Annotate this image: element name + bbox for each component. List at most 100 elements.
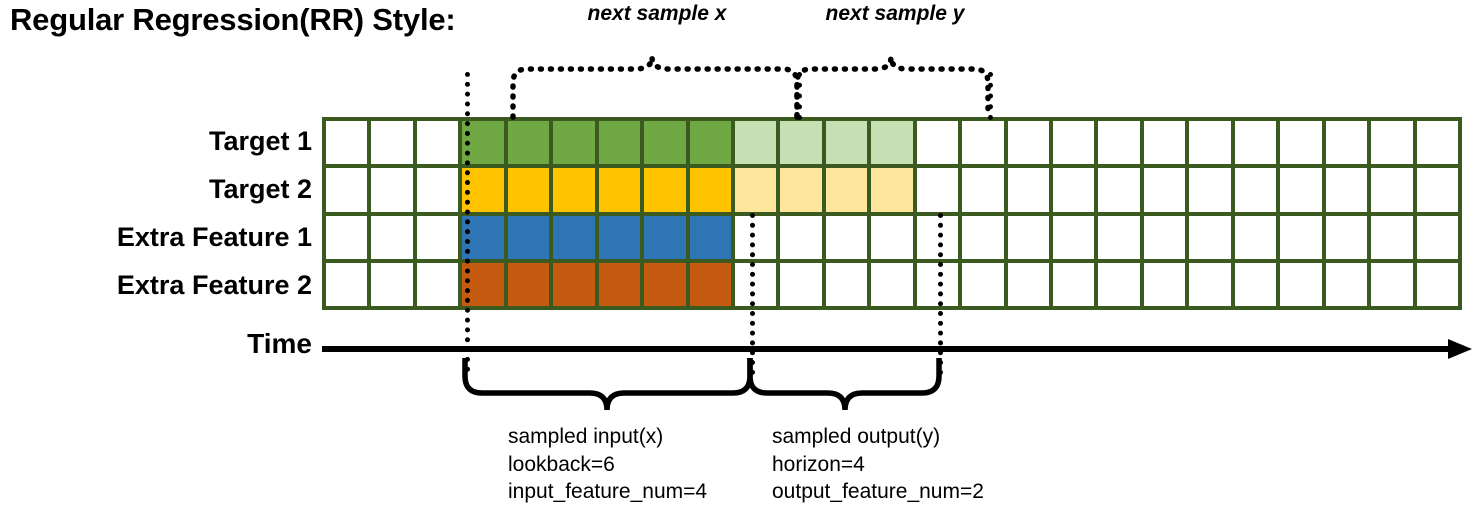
row-label-target-1: Target 1 xyxy=(208,126,312,156)
grid-cell-target-1-t22 xyxy=(1280,121,1322,165)
sampled-input-lookback: lookback=6 xyxy=(508,452,615,476)
grid-cell-extra-feature-2-t12 xyxy=(825,262,868,306)
grid-cell-extra-feature-1-t3 xyxy=(416,215,459,259)
sampled-output-title: sampled output(y) xyxy=(772,425,941,448)
grid-cell-target-1-t16 xyxy=(1007,121,1050,165)
grid-cell-target-1-t13 xyxy=(871,121,913,165)
sampled-input-title: sampled input(x) xyxy=(508,425,664,448)
grid-cell-target-2-t25 xyxy=(1416,168,1458,212)
grid-cell-extra-feature-1-t23 xyxy=(1325,215,1368,259)
grid-cell-extra-feature-2-t10 xyxy=(734,262,777,306)
grid-cell-target-1-t5 xyxy=(507,121,550,165)
grid-cell-target-2-t1 xyxy=(326,168,368,212)
grid-cell-extra-feature-2-t16 xyxy=(1007,262,1050,306)
sampled-input-block: sampled input(x) lookback=6 input_featur… xyxy=(508,423,707,506)
grid-cell-target-2-t22 xyxy=(1280,168,1322,212)
sampled-output-feature-num: output_feature_num=2 xyxy=(772,480,984,504)
grid-cell-target-2-t11 xyxy=(780,168,822,212)
grid-cell-target-2-t5 xyxy=(507,168,550,212)
grid-cell-extra-feature-1-t22 xyxy=(1280,215,1322,259)
grid-cell-target-2-t3 xyxy=(416,168,459,212)
bottom-braces xyxy=(462,358,942,411)
guide-line-next-y-top xyxy=(988,72,993,120)
grid-cell-extra-feature-2-t19 xyxy=(1143,262,1186,306)
grid-cell-extra-feature-2-t17 xyxy=(1053,262,1095,306)
grid-cell-extra-feature-2-t11 xyxy=(780,262,822,306)
brace-next-sample-y xyxy=(794,56,991,120)
grid-cell-extra-feature-1-t16 xyxy=(1007,215,1050,259)
grid-cell-extra-feature-1-t6 xyxy=(553,215,595,259)
grid-cell-target-1-t25 xyxy=(1416,121,1458,165)
time-axis-label: Time xyxy=(247,328,312,359)
grid-cell-target-1-t14 xyxy=(916,121,959,165)
grid-cell-extra-feature-1-t12 xyxy=(825,215,868,259)
grid-cell-extra-feature-2-t8 xyxy=(644,262,686,306)
page-title: Regular Regression(RR) Style: xyxy=(10,2,456,37)
grid-cell-extra-feature-1-t21 xyxy=(1234,215,1277,259)
grid-cell-target-2-t2 xyxy=(371,168,413,212)
grid-cell-target-2-t24 xyxy=(1371,168,1413,212)
grid-cell-extra-feature-1-t14 xyxy=(916,215,959,259)
grid-cell-extra-feature-2-t25 xyxy=(1416,262,1458,306)
grid-cell-target-1-t15 xyxy=(962,121,1004,165)
grid-cell-target-2-t10 xyxy=(734,168,777,212)
sampled-input-feature-num: input_feature_num=4 xyxy=(508,480,708,504)
top-braces xyxy=(510,56,991,120)
grid-cell-target-2-t14 xyxy=(916,168,959,212)
label-next-sample-x: next sample x xyxy=(587,2,727,25)
grid-cell-target-2-t13 xyxy=(871,168,913,212)
grid-cell-target-1-t9 xyxy=(689,121,731,165)
grid-cell-extra-feature-2-t3 xyxy=(416,262,459,306)
time-axis-arrow xyxy=(322,339,1472,359)
brace-sampled-input xyxy=(462,358,753,411)
grid-cell-extra-feature-1-t7 xyxy=(598,215,641,259)
brace-next-sample-x xyxy=(510,56,800,120)
grid-cell-target-2-t9 xyxy=(689,168,731,212)
grid-cell-target-2-t18 xyxy=(1098,168,1140,212)
grid-cell-extra-feature-2-t20 xyxy=(1189,262,1231,306)
guide-line-input-end xyxy=(750,213,755,375)
grid-cell-extra-feature-1-t19 xyxy=(1143,215,1186,259)
grid-cell-extra-feature-2-t21 xyxy=(1234,262,1277,306)
brace-sampled-output xyxy=(747,358,942,411)
row-label-extra-feature-1: Extra Feature 1 xyxy=(116,222,312,252)
grid-cell-extra-feature-2-t13 xyxy=(871,262,913,306)
grid-cell-target-1-t8 xyxy=(644,121,686,165)
timeline-grid xyxy=(322,117,1462,310)
grid-cell-extra-feature-1-t2 xyxy=(371,215,413,259)
grid-cell-target-1-t19 xyxy=(1143,121,1186,165)
sampled-output-block: sampled output(y) horizon=4 output_featu… xyxy=(772,423,984,506)
grid-cell-extra-feature-1-t24 xyxy=(1371,215,1413,259)
grid-cell-target-2-t15 xyxy=(962,168,1004,212)
grid-cell-extra-feature-1-t15 xyxy=(962,215,1004,259)
grid-cell-target-1-t7 xyxy=(598,121,641,165)
grid-cell-extra-feature-2-t14 xyxy=(916,262,959,306)
grid-cell-target-2-t21 xyxy=(1234,168,1277,212)
grid-cell-extra-feature-2-t24 xyxy=(1371,262,1413,306)
grid-cell-extra-feature-2-t5 xyxy=(507,262,550,306)
grid-cell-target-1-t20 xyxy=(1189,121,1231,165)
grid-cell-extra-feature-2-t6 xyxy=(553,262,595,306)
sampled-output-horizon: horizon=4 xyxy=(772,452,865,476)
grid-cell-extra-feature-1-t13 xyxy=(871,215,913,259)
row-label-target-2: Target 2 xyxy=(208,174,312,204)
grid-cell-extra-feature-2-t2 xyxy=(371,262,413,306)
grid-cell-extra-feature-1-t10 xyxy=(734,215,777,259)
grid-cell-target-2-t6 xyxy=(553,168,595,212)
grid-cell-extra-feature-2-t23 xyxy=(1325,262,1368,306)
grid-cell-target-2-t19 xyxy=(1143,168,1186,212)
grid-cell-target-2-t16 xyxy=(1007,168,1050,212)
grid-cell-target-1-t2 xyxy=(371,121,413,165)
grid-cell-target-1-t23 xyxy=(1325,121,1368,165)
grid-cell-target-1-t1 xyxy=(326,121,368,165)
grid-cell-target-1-t18 xyxy=(1098,121,1140,165)
grid-cell-target-1-t3 xyxy=(416,121,459,165)
grid-cell-extra-feature-1-t11 xyxy=(780,215,822,259)
grid-cell-extra-feature-1-t20 xyxy=(1189,215,1231,259)
grid-cell-target-2-t17 xyxy=(1053,168,1095,212)
grid-cell-extra-feature-1-t25 xyxy=(1416,215,1458,259)
grid-cell-extra-feature-1-t1 xyxy=(326,215,368,259)
grid-cell-target-2-t23 xyxy=(1325,168,1368,212)
label-next-sample-y: next sample y xyxy=(825,2,965,25)
